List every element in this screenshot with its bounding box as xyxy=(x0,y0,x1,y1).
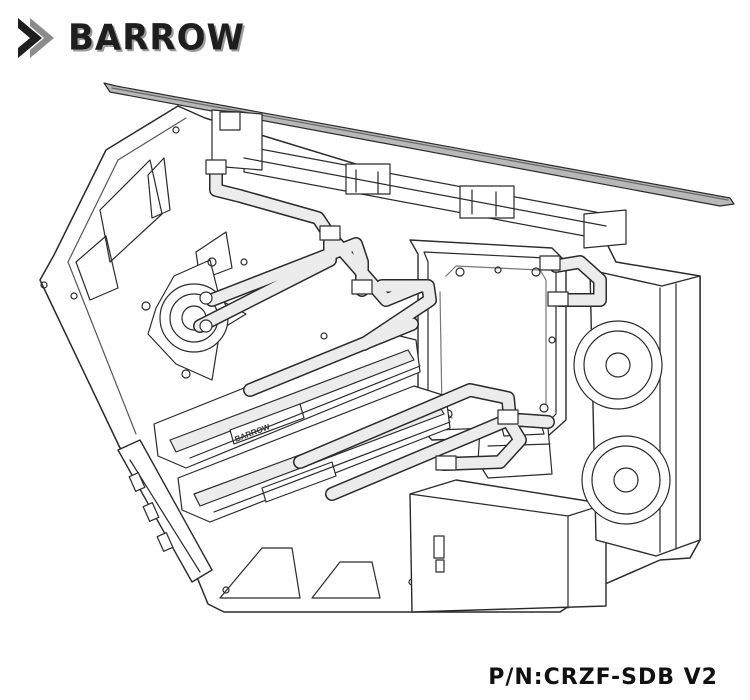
front-radiator xyxy=(573,269,701,557)
top-radiator xyxy=(211,109,627,249)
pcie-bracket xyxy=(117,439,213,583)
brand-name: BARROW xyxy=(68,17,245,59)
part-number-label: P/N:CRZF-SDB V2 xyxy=(488,665,718,690)
power-supply xyxy=(409,479,607,613)
coolant-tubing-fill xyxy=(194,164,606,500)
brand-logo: BARROW xyxy=(16,14,245,62)
gpu-upper xyxy=(153,331,421,469)
barrow-logo-icon xyxy=(18,18,54,58)
tube-fittings xyxy=(199,159,569,471)
